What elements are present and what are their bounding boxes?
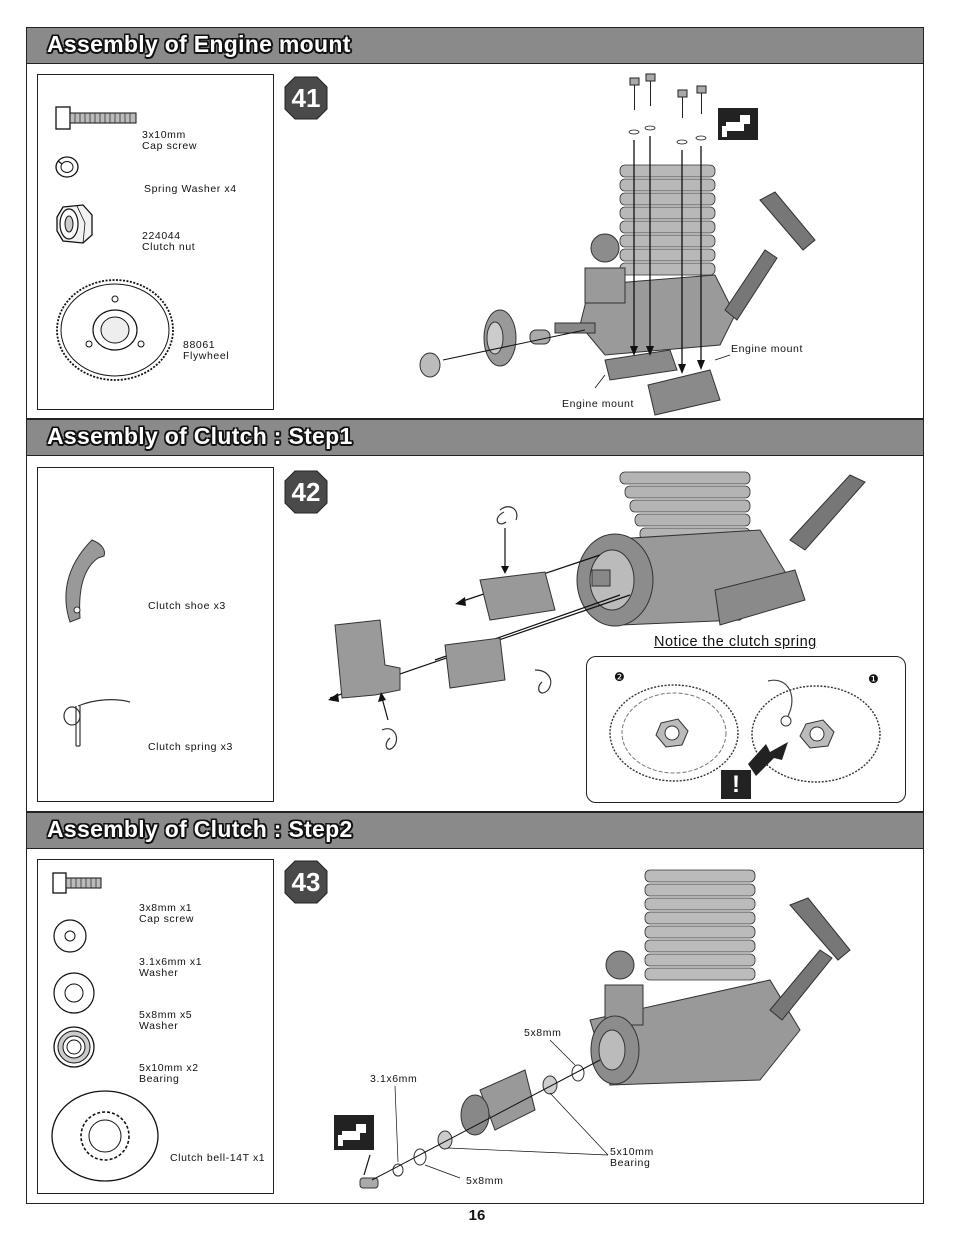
clutch-step2-illustration [359,869,851,1189]
spring-washer-icon [55,156,79,178]
section-title: Assembly of Clutch : Step1 [47,423,353,449]
section-header-engine-mount: Assembly of Engine mount [27,27,923,64]
callout-label: 5x8mm [524,1027,562,1039]
clutch-nut-icon [56,204,93,244]
bearing-icon [53,1026,95,1068]
cap-screw-icon [52,872,102,894]
svg-text:41: 41 [292,83,321,113]
washer-icon [53,972,95,1014]
page-number: 16 [468,1207,486,1224]
svg-text:42: 42 [292,477,321,507]
callout-label: 5x10mm Bearing [610,1146,654,1169]
clutch-bell-icon [51,1090,159,1182]
step-badge-43: 43 [284,860,328,904]
section-title: Assembly of Clutch : Step2 [47,816,353,842]
clutch-step1-illustration [328,471,866,750]
marker-2: ❷ [614,670,626,684]
clutch-spring-icon [63,699,131,747]
section-title: Assembly of Engine mount [47,31,351,57]
callout-label: Engine mount [731,343,803,355]
step-badge-42: 42 [284,470,328,514]
thread-lock-icon [718,108,758,140]
part-label: Clutch spring x3 [148,741,233,753]
flywheel-detail-2 [609,684,739,782]
notice-title: Notice the clutch spring [654,634,817,650]
part-label: Clutch bell-14T x1 [170,1152,266,1164]
section-header-clutch-step2: Assembly of Clutch : Step2 [27,812,923,849]
divider [27,418,923,419]
svg-text:43: 43 [292,867,321,897]
warning-icon: ! [721,770,751,799]
marker-1: ❶ [868,672,880,686]
flywheel-detail-1 [748,679,881,783]
callout-label: 5x8mm [466,1175,504,1187]
clutch-shoe-icon [65,539,105,623]
callout-label: 3.1x6mm [370,1073,418,1085]
step-badge-41: 41 [284,76,328,120]
part-label: Clutch shoe x3 [148,600,226,612]
part-label: Spring Washer x4 [144,183,237,195]
cap-screw-icon [55,106,137,130]
flywheel-icon [56,279,174,381]
section-header-clutch-step1: Assembly of Clutch : Step1 [27,419,923,456]
washer-icon [53,919,87,953]
callout-label: Engine mount [562,398,634,410]
divider [27,811,923,812]
engine-mount-illustration [419,73,816,416]
thread-lock-icon [334,1115,374,1150]
